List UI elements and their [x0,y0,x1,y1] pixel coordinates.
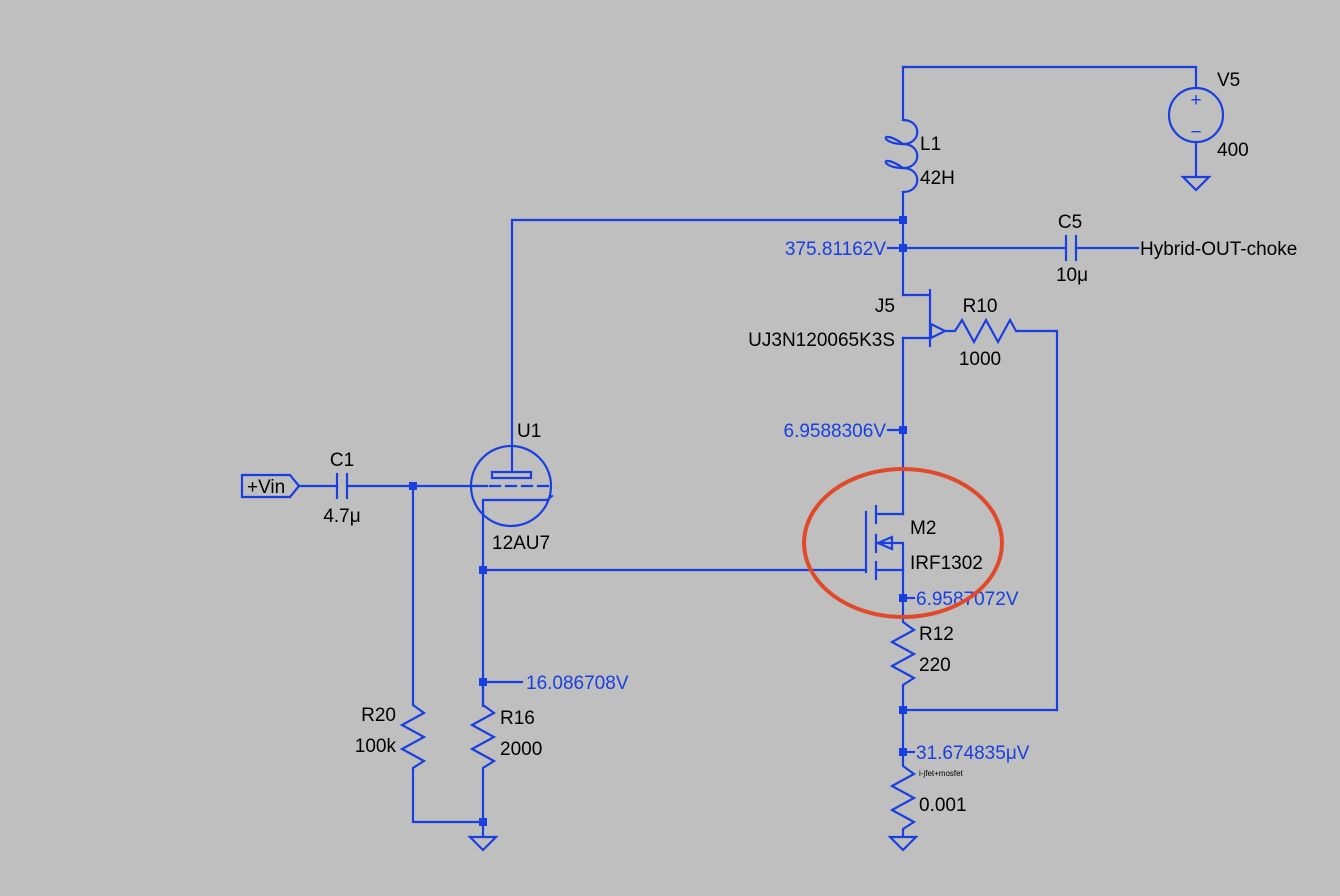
m2-value: IRF1302 [910,553,983,574]
sense-ref: i-jfet+mosfet [919,769,964,778]
r12-ref: R12 [919,624,954,645]
v5-value: 400 [1217,140,1249,161]
resistor-sense[interactable]: i-jfet+mosfet 0.001 [887,750,967,852]
r12-value: 220 [919,655,951,676]
j5-ref: J5 [875,296,895,317]
c5-value: 10μ [1056,265,1088,286]
l1-value: 42H [920,168,955,189]
r20-ref: R20 [361,705,396,726]
capacitor-c1[interactable]: C1 4.7μ [297,450,472,527]
supply-rail [901,65,1198,122]
node-jfet-source: 6.9588306V [784,421,907,516]
node-sense: 31.674835μV [899,743,1030,764]
node-mosfet-source: 6.9587072V [899,589,1019,610]
sense-value: 0.001 [919,795,967,816]
l1-ref: L1 [920,134,941,155]
inductor-l1[interactable]: L1 42H [884,118,955,222]
r20-value: 100k [355,736,397,757]
plus-sign: + [1190,90,1201,111]
input-port[interactable]: +Vin [240,473,301,499]
v5-ref: V5 [1217,70,1240,91]
resistor-r12[interactable]: R12 220 [889,596,1059,754]
c5-ref: C5 [1058,212,1082,233]
resistor-r16[interactable]: R16 2000 [467,680,542,852]
c1-ref: C1 [330,450,354,471]
m2-ref: M2 [910,518,936,539]
ground-icon [1180,175,1212,192]
u1-value: 12AU7 [492,533,550,554]
u1-ref: U1 [517,421,541,442]
plate-voltage: 375.81162V [785,239,886,260]
ground-icon [467,835,499,852]
output-port-label: Hybrid-OUT-choke [1140,239,1297,260]
r16-value: 2000 [500,739,542,760]
r10-ref: R10 [963,296,998,317]
resistor-r20[interactable]: R20 100k [355,484,485,824]
sense-voltage: 31.674835μV [916,743,1030,764]
node-cathode: 16.086708V [479,673,629,694]
capacitor-c5[interactable]: C5 10μ [901,212,1140,286]
node-plate: 375.81162V [785,239,907,260]
input-port-label: +Vin [247,477,285,498]
ground-icon [887,835,919,852]
jfet-source-voltage: 6.9588306V [784,421,887,442]
minus-sign: − [1190,122,1201,143]
r10-value: 1000 [959,349,1001,370]
j5-value: UJ3N120065K3S [748,330,895,351]
highlight-circle [802,467,1004,619]
voltage-source-v5[interactable]: + − V5 400 [1167,70,1249,192]
jfet-j5[interactable]: J5 UJ3N120065K3S [748,288,948,432]
r16-ref: R16 [500,708,535,729]
resistor-r10[interactable]: R10 1000 [943,296,1059,712]
cathode-voltage: 16.086708V [526,673,629,694]
triode-u1[interactable]: U1 12AU7 [468,421,554,572]
plate-wire [510,216,907,474]
mosfet-m2[interactable]: M2 IRF1302 [864,504,983,600]
c1-value: 4.7μ [323,506,360,527]
